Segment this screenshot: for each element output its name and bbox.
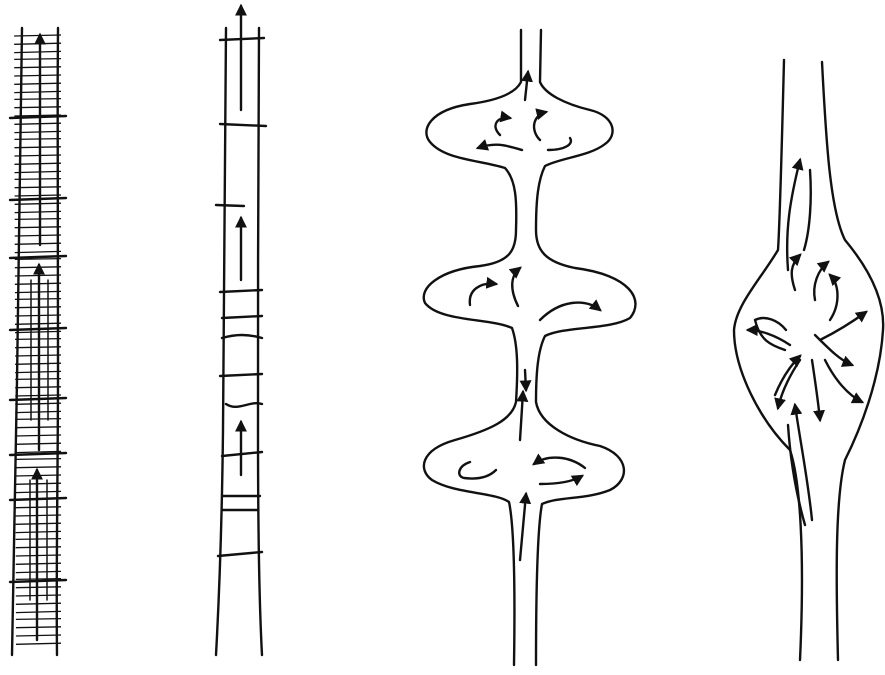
cross-band (222, 316, 262, 318)
hatch-band (15, 483, 61, 484)
panel-uniform-banded-tube (216, 6, 266, 655)
cross-band (220, 290, 262, 292)
hatch-band (16, 555, 61, 556)
panel-periodic-bulges-tube (424, 30, 636, 665)
hatch-band (15, 459, 61, 460)
flow-arrow (787, 160, 800, 270)
hatch-band (16, 643, 61, 644)
flow-arrow (525, 370, 526, 390)
hatch-band (14, 107, 61, 108)
flow-arrow (830, 275, 838, 320)
flow-arrow (814, 262, 828, 300)
hatch-band (15, 251, 61, 252)
flow-arrow (478, 145, 522, 150)
swelling-left-outline (734, 60, 802, 660)
hatch-band (15, 235, 61, 236)
flow-arrow (795, 405, 812, 520)
hatch-band (16, 491, 61, 492)
flow-arc (548, 138, 571, 150)
upward-flow-arrows (30, 35, 48, 640)
bulged-tube-right-outline (536, 30, 635, 665)
hatch-band (15, 179, 61, 180)
tube-right-wall (57, 28, 58, 655)
hatch-band (16, 603, 61, 604)
hatch-band (16, 595, 61, 596)
hatch-band (14, 147, 61, 148)
hatch-band (16, 531, 61, 532)
flow-arrow (470, 284, 496, 305)
hatch-band (15, 187, 61, 188)
cross-band (216, 205, 244, 206)
hatch-band (16, 619, 61, 620)
hatch-band (16, 627, 61, 628)
tube-left-wall (12, 28, 22, 655)
flow-arrow (525, 72, 528, 100)
cross-band (220, 374, 262, 376)
hatch-band (14, 155, 61, 156)
flow-arrow (825, 360, 862, 402)
hatch-band (16, 507, 61, 508)
flow-arrow (540, 303, 600, 320)
flow-arrow (512, 268, 520, 306)
bulged-tube-left-outline (424, 30, 521, 665)
hatch-band (16, 571, 61, 572)
panel-single-swelling-tube (734, 60, 883, 660)
hatch-band (14, 59, 61, 60)
cross-band (218, 552, 262, 556)
panel-uniform-hatched-tube (10, 28, 66, 655)
hatch-band (15, 163, 61, 164)
hatch-band (14, 139, 61, 140)
hatch-band (16, 635, 61, 636)
hatch-band (16, 611, 61, 612)
hatch-band (14, 67, 61, 68)
flow-arrow (520, 392, 523, 440)
hatch-band (15, 475, 61, 476)
flow-streak (804, 170, 811, 250)
flow-arrow (534, 458, 585, 468)
hatch-band (15, 195, 61, 196)
hatch-band (16, 563, 61, 564)
flow-arc (459, 462, 496, 479)
hatch-band (15, 211, 61, 212)
hatch-band (16, 515, 61, 516)
hatch-band (16, 587, 61, 588)
tube-left-wall (216, 28, 226, 655)
hatch-band (15, 467, 61, 468)
turbulent-flow-arrows (748, 160, 866, 525)
hatch-band (14, 99, 61, 100)
hatch-band (16, 547, 61, 548)
flow-arrow (520, 494, 526, 560)
flow-arrow (495, 118, 510, 135)
flow-arrow (540, 476, 582, 484)
flow-arrow (815, 335, 852, 365)
hatch-band (16, 539, 61, 540)
cross-band (222, 335, 262, 338)
hatch-band (15, 171, 61, 172)
flow-arrow (534, 112, 546, 140)
flow-arrow (775, 356, 800, 395)
flow-arrow (812, 360, 820, 420)
tube-right-wall (258, 28, 262, 655)
hatch-band (15, 227, 61, 228)
flow-arrow (820, 312, 866, 340)
flow-arrow (792, 255, 800, 290)
hatch-band (16, 523, 61, 524)
vortex-flow-arrows (459, 72, 600, 560)
hatch-band (15, 203, 61, 204)
hatch-band (15, 219, 61, 220)
hatch-band (15, 243, 61, 244)
cross-band (226, 403, 262, 407)
swelling-right-outline (822, 62, 883, 660)
